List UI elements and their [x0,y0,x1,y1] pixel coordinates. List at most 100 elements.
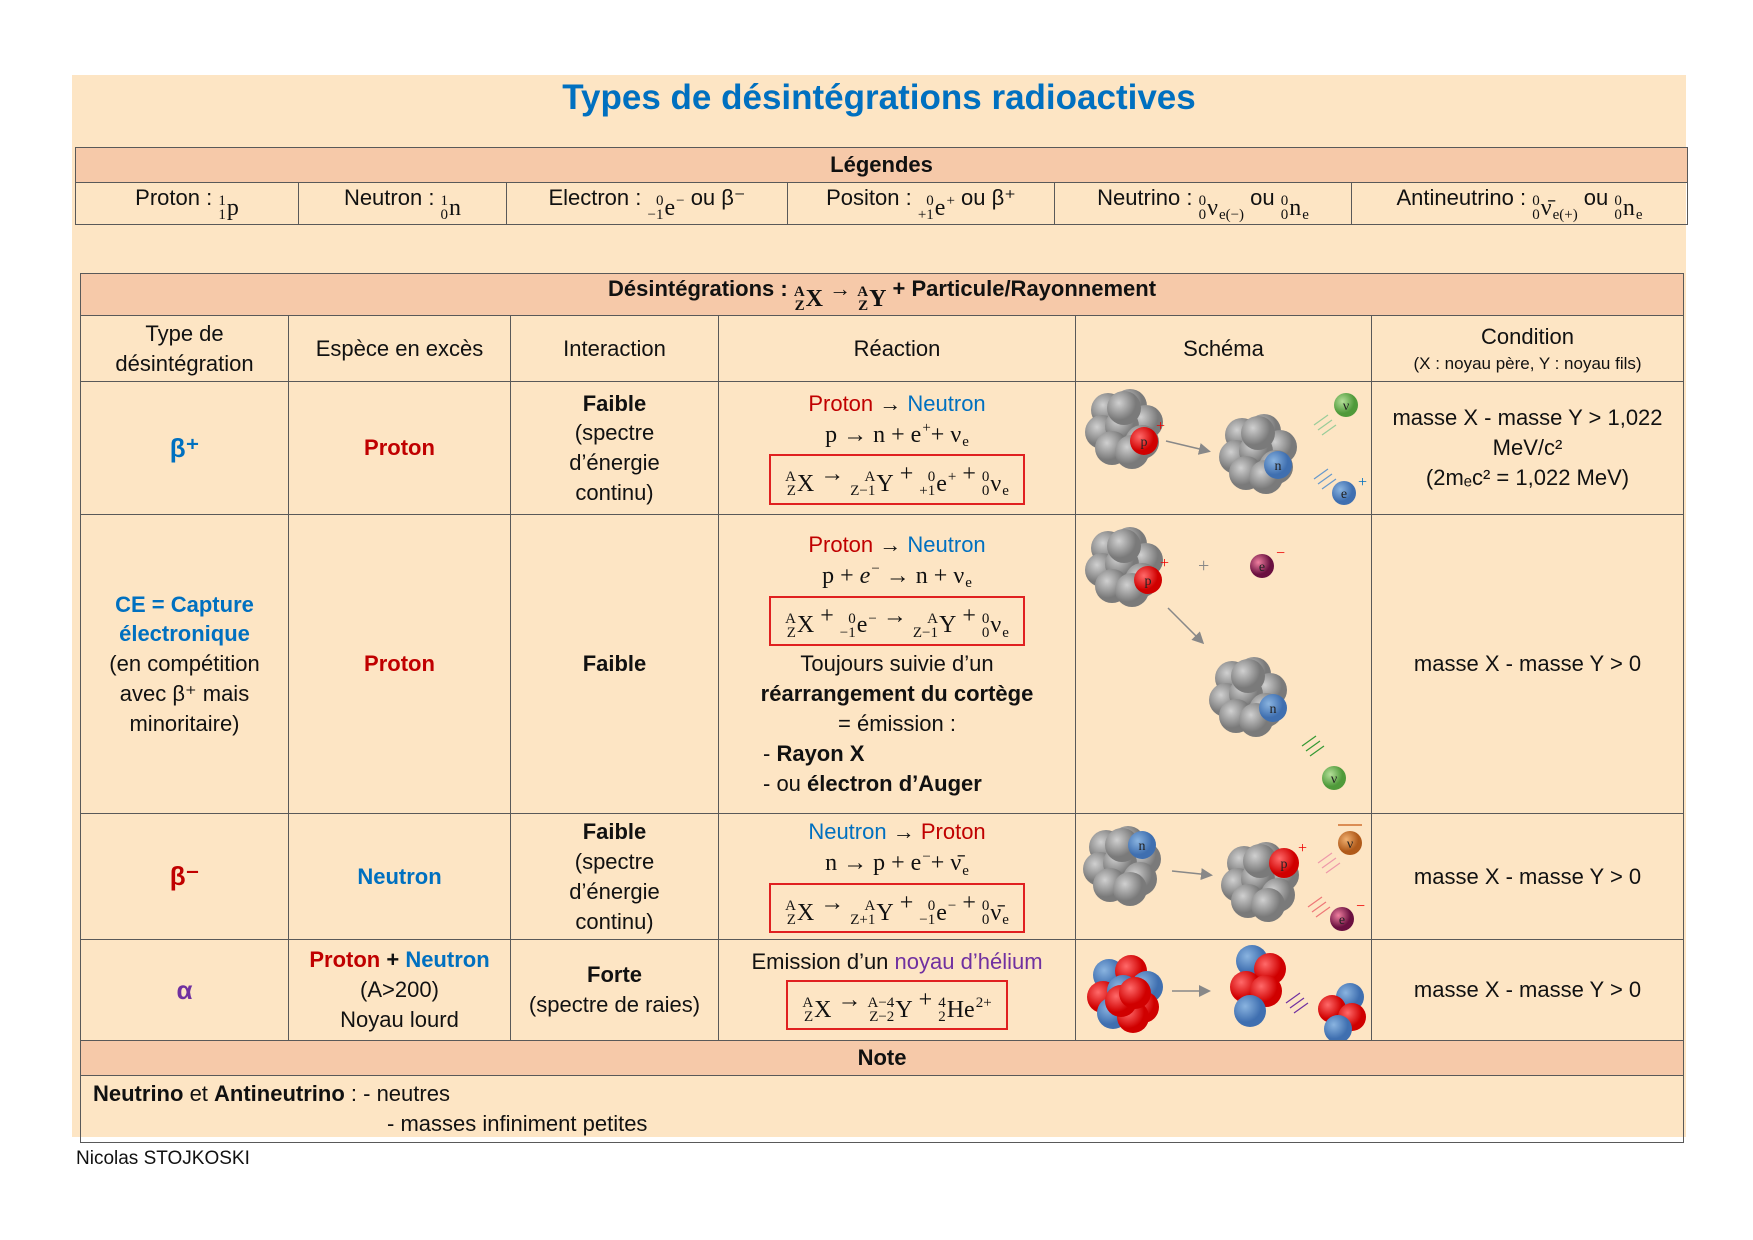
emission-streak [1313,468,1329,480]
emission-streak [1321,857,1337,869]
symbol: ν [990,471,1002,498]
formula-text: → [876,602,913,629]
atomic-number: +1 [917,207,934,223]
symbol: n [1622,194,1635,221]
list-prefix: - [763,740,777,766]
formula-text: + Particule/Rayonnement [886,276,1157,301]
formula-text: + [893,889,920,916]
formula-text: → [831,987,868,1014]
type-ce-line: CE = Capture [115,591,254,617]
interaction-note: (spectre [574,848,655,874]
emission-prefix: Emission d’un [751,949,895,975]
type-ce-line: électronique [119,621,250,647]
col-header-type-line: désintégration [115,350,254,376]
prescript: 0−1 [919,898,935,927]
atomic-number: 0 [1198,207,1207,223]
ce-note-bold: réarrangement du cortège [760,680,1034,706]
postscript: − [676,194,684,222]
subscript [676,208,680,222]
interaction-ce: Faible [510,514,719,815]
condition-line: masse X - masse Y > 1,022 [1392,405,1663,431]
formula-text: p + [822,563,860,590]
atomic-number: Z [804,1009,814,1026]
charge [1002,470,1006,484]
ce-list-item: - ou électron d’Auger [723,769,1071,799]
list-text: Rayon X [776,740,865,766]
symbol: n [449,194,462,221]
charge: − [922,848,931,865]
formula-text: ou [1244,185,1281,210]
emission-streak [1311,901,1327,913]
formula-text: → n + [879,563,954,590]
formula-text: Neutrino : [1097,185,1199,210]
atomic-number: Z−1 [850,483,876,500]
atomic-number: Z [786,911,796,928]
nuclide: e− [860,560,880,593]
subscript: e(+) [1552,207,1578,223]
neutron [1128,830,1156,859]
neutron [1234,994,1266,1027]
symbol: ν [950,421,962,448]
transformation: Proton → Neutron [723,389,1071,419]
charge: − [868,610,877,627]
atomic-number: Z [858,298,869,314]
emission-streak [1325,862,1341,874]
plus-sign: + [1198,555,1209,577]
symbol: p [226,194,239,221]
postscript: − [871,562,879,590]
interaction-note: continu) [575,480,654,506]
mass-number: 0 [1280,193,1289,209]
interaction-note: (spectre de raies) [528,992,701,1018]
interaction-note: d’énergie [569,878,660,904]
prescript: 0−1 [840,611,856,640]
espece-note: (A>200) [360,977,439,1003]
nucleon-neutral [1251,887,1285,922]
postscript: 2+ [976,996,992,1024]
mass-number: A [864,897,876,914]
charge: − [676,193,685,209]
proton [1134,566,1162,595]
mass-number: A [927,610,939,627]
particle-equation: p → n + e+ + ν e [723,419,1071,452]
symbol: X [805,285,824,312]
mass-number: A [793,284,805,300]
mass-number: 0 [926,193,934,209]
espece-ce: Proton [288,514,511,815]
proton-label: p [1281,857,1288,872]
formula-text: → [814,461,851,488]
antineutrino [1338,830,1362,855]
neutrino-label: ν [1331,772,1337,787]
formula-text: Electron : [548,185,648,210]
particle-equation: n → p + e− + ν̄ e [723,847,1071,880]
postscript: e(+) [1552,194,1578,223]
emission-streak [1307,896,1323,908]
subscript [976,1010,980,1024]
condition-note: (X : noyau père, Y : noyau fils) [1413,354,1642,374]
atomic-number: Z−2 [869,1009,895,1026]
atomic-number: +1 [919,483,936,500]
transform-from: Neutron [808,819,887,845]
symbol: Y [869,285,887,312]
mass-number: A [785,897,796,914]
note-header: Note [79,1040,1685,1077]
formula-text: ou β⁺ [954,185,1016,210]
mass-number: A [785,610,796,627]
espece-proton: Proton [309,947,381,973]
emission-streak [1309,745,1325,757]
subscript: e [962,434,969,451]
symbol: X [814,996,832,1023]
subscript [922,864,926,878]
